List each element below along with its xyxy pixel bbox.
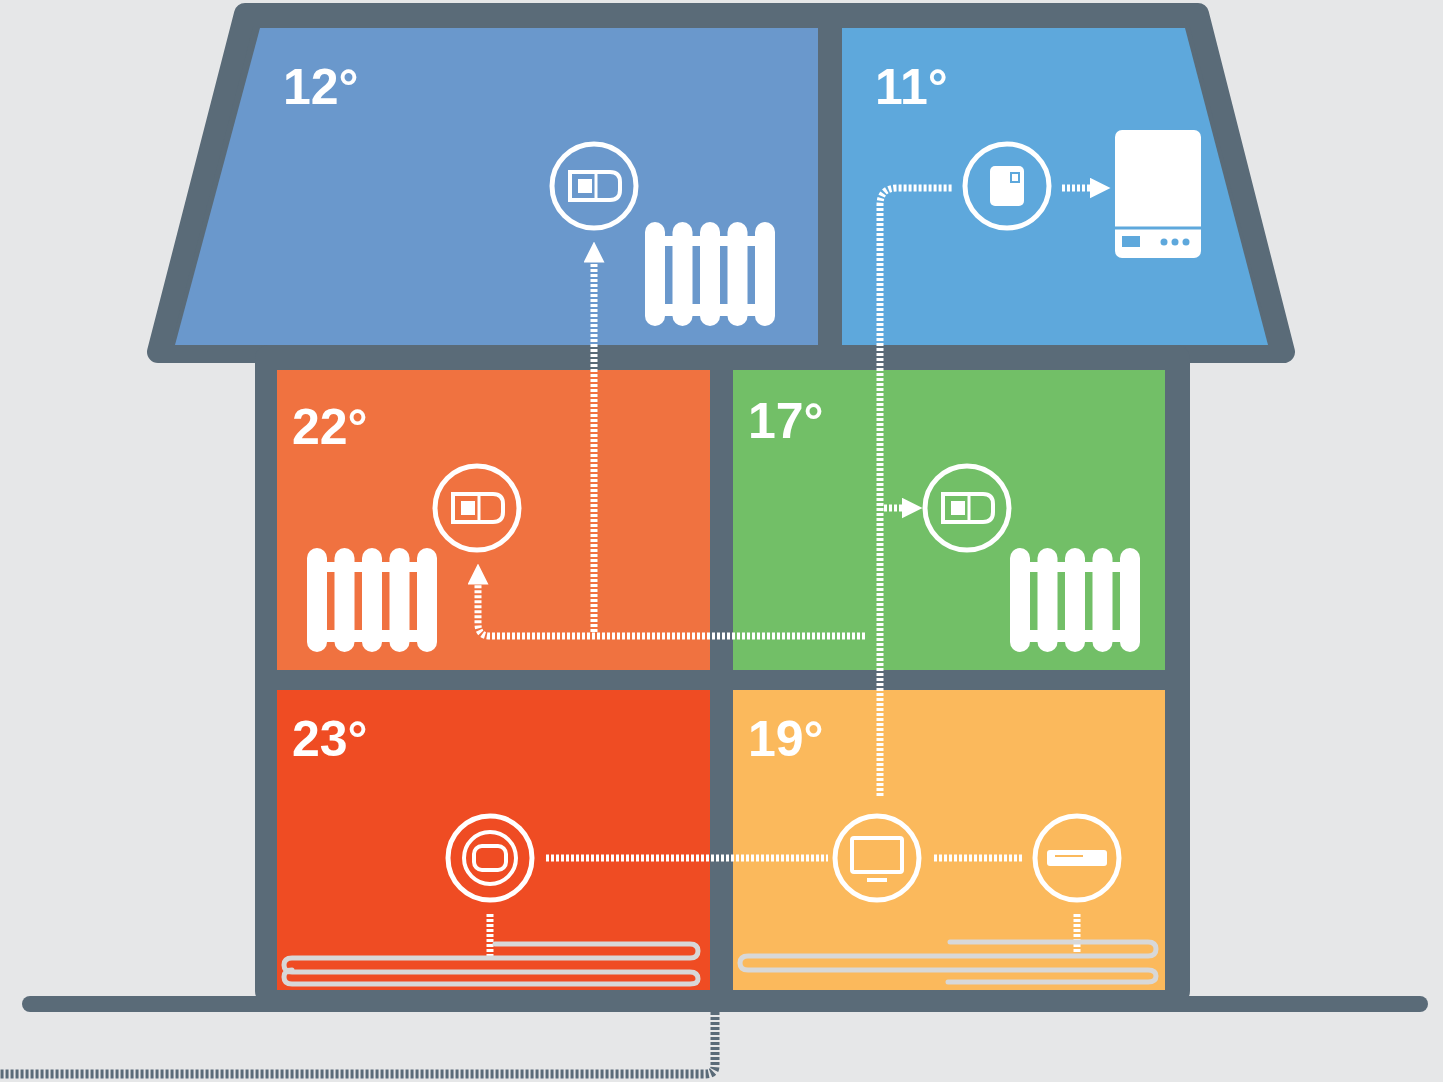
device-icon: [925, 466, 1009, 550]
radiator: [307, 548, 437, 652]
temperature-label: 23°: [292, 714, 368, 764]
device-icon: [552, 144, 636, 228]
temperature-label: 22°: [292, 402, 368, 452]
device-icon: [1035, 816, 1119, 900]
radiator: [645, 222, 775, 326]
device-icon: [835, 816, 919, 900]
boiler: [1115, 130, 1201, 258]
temperature-label: 19°: [748, 714, 824, 764]
device-icon: [435, 466, 519, 550]
device-icon: [965, 144, 1049, 228]
device-icon: [448, 816, 532, 900]
temperature-label: 17°: [748, 396, 824, 446]
room-shape: [175, 28, 818, 345]
temperature-label: 12°: [283, 62, 359, 112]
room-zone: 12°: [175, 28, 818, 345]
radiator: [1010, 548, 1140, 652]
temperature-label: 11°: [875, 62, 948, 112]
room-zone: 19°: [733, 690, 1165, 990]
